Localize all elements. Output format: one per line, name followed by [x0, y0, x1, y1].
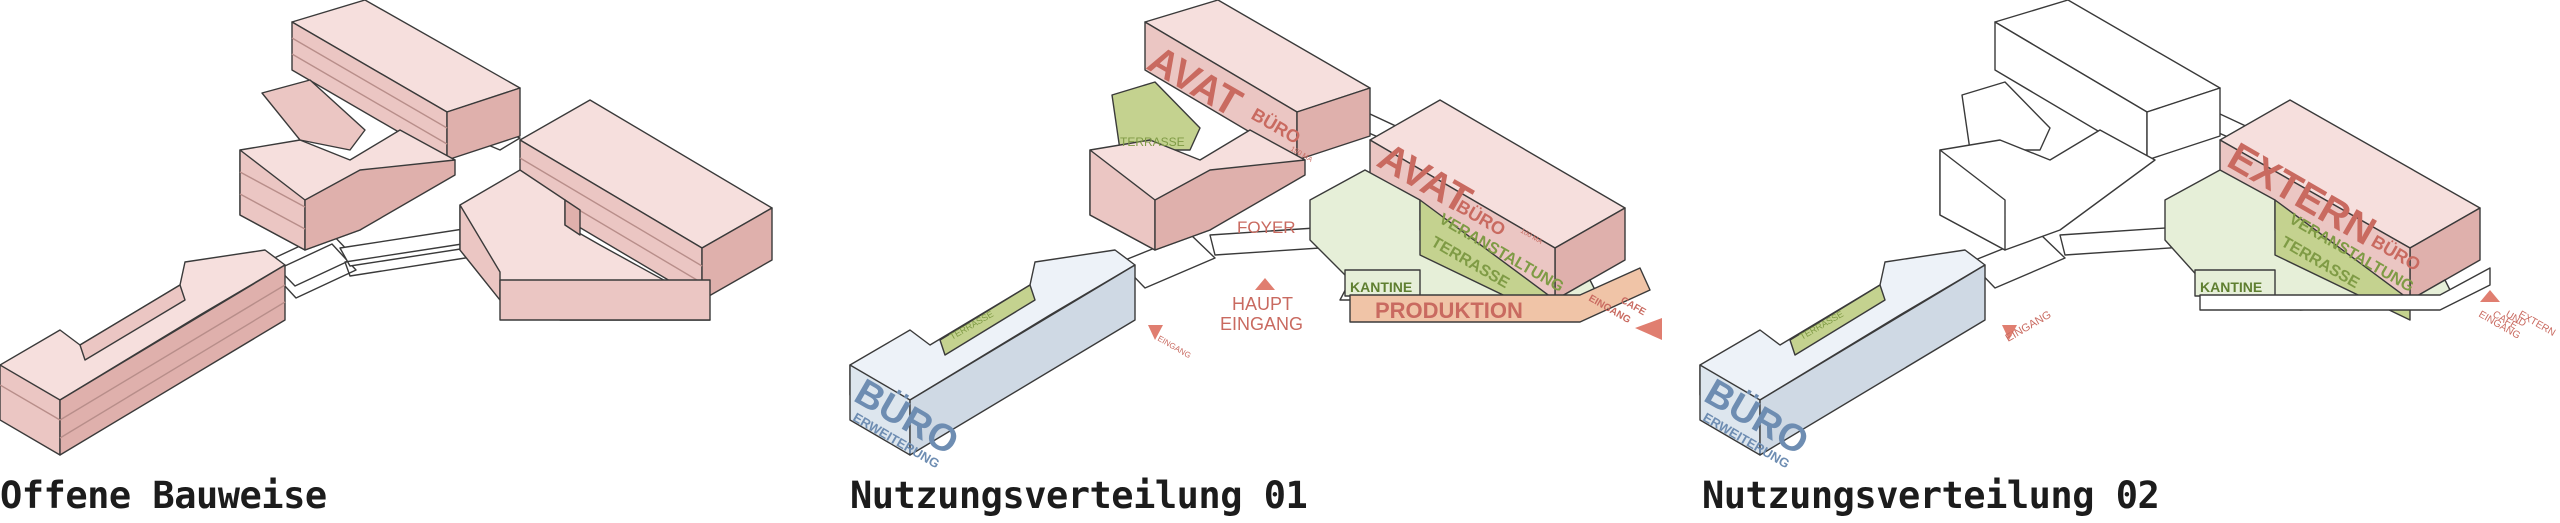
building-east-extern	[2164, 99, 2491, 321]
panel-offene-bauweise	[0, 0, 773, 456]
building-north-white	[1939, 0, 2221, 251]
haupt-eingang-arrow	[1255, 278, 1275, 290]
label-haupt: HAUPT	[1232, 294, 1293, 314]
eingang-cafe-arrow	[1635, 318, 1662, 340]
label-foyer: FOYER	[1237, 218, 1296, 237]
eingang-arrow-left	[1148, 325, 1163, 340]
panel-nutzungsverteilung-02: EXTERN BÜRO VERANSTALTUNG TERRASSE KANTI…	[1698, 0, 2557, 471]
caption-offene-bauweise: Offene Bauweise	[0, 474, 327, 517]
building-southwest	[0, 249, 286, 456]
building-north-avat	[1089, 0, 1371, 251]
building-north	[291, 0, 521, 161]
building-southwest-buero	[1699, 249, 1986, 456]
label-kantine: KANTINE	[2200, 279, 2262, 295]
building-southwest-buero	[849, 249, 1136, 456]
building-v-shape	[239, 79, 456, 251]
eingang-extern-arrow	[2480, 290, 2500, 302]
panel-nutzungsverteilung-01: AVAT BÜRO 150 MA TERRASSE AVAT BÜRO 100 …	[848, 0, 1662, 471]
label-terrasse-north: TERRASSE	[1120, 135, 1185, 149]
eingang-arrow-left	[2002, 325, 2017, 340]
caption-nutzungsverteilung-02: Nutzungsverteilung 02	[1702, 474, 2160, 517]
caption-nutzungsverteilung-01: Nutzungsverteilung 01	[850, 474, 1308, 517]
building-east	[459, 99, 773, 321]
label-eingang-left: EINGANG	[1156, 334, 1192, 360]
building-east-avat	[1309, 99, 1651, 323]
label-eingang-haupt: EINGANG	[1220, 314, 1303, 334]
label-kantine: KANTINE	[1350, 279, 1412, 295]
label-produktion: PRODUKTION	[1375, 298, 1523, 323]
